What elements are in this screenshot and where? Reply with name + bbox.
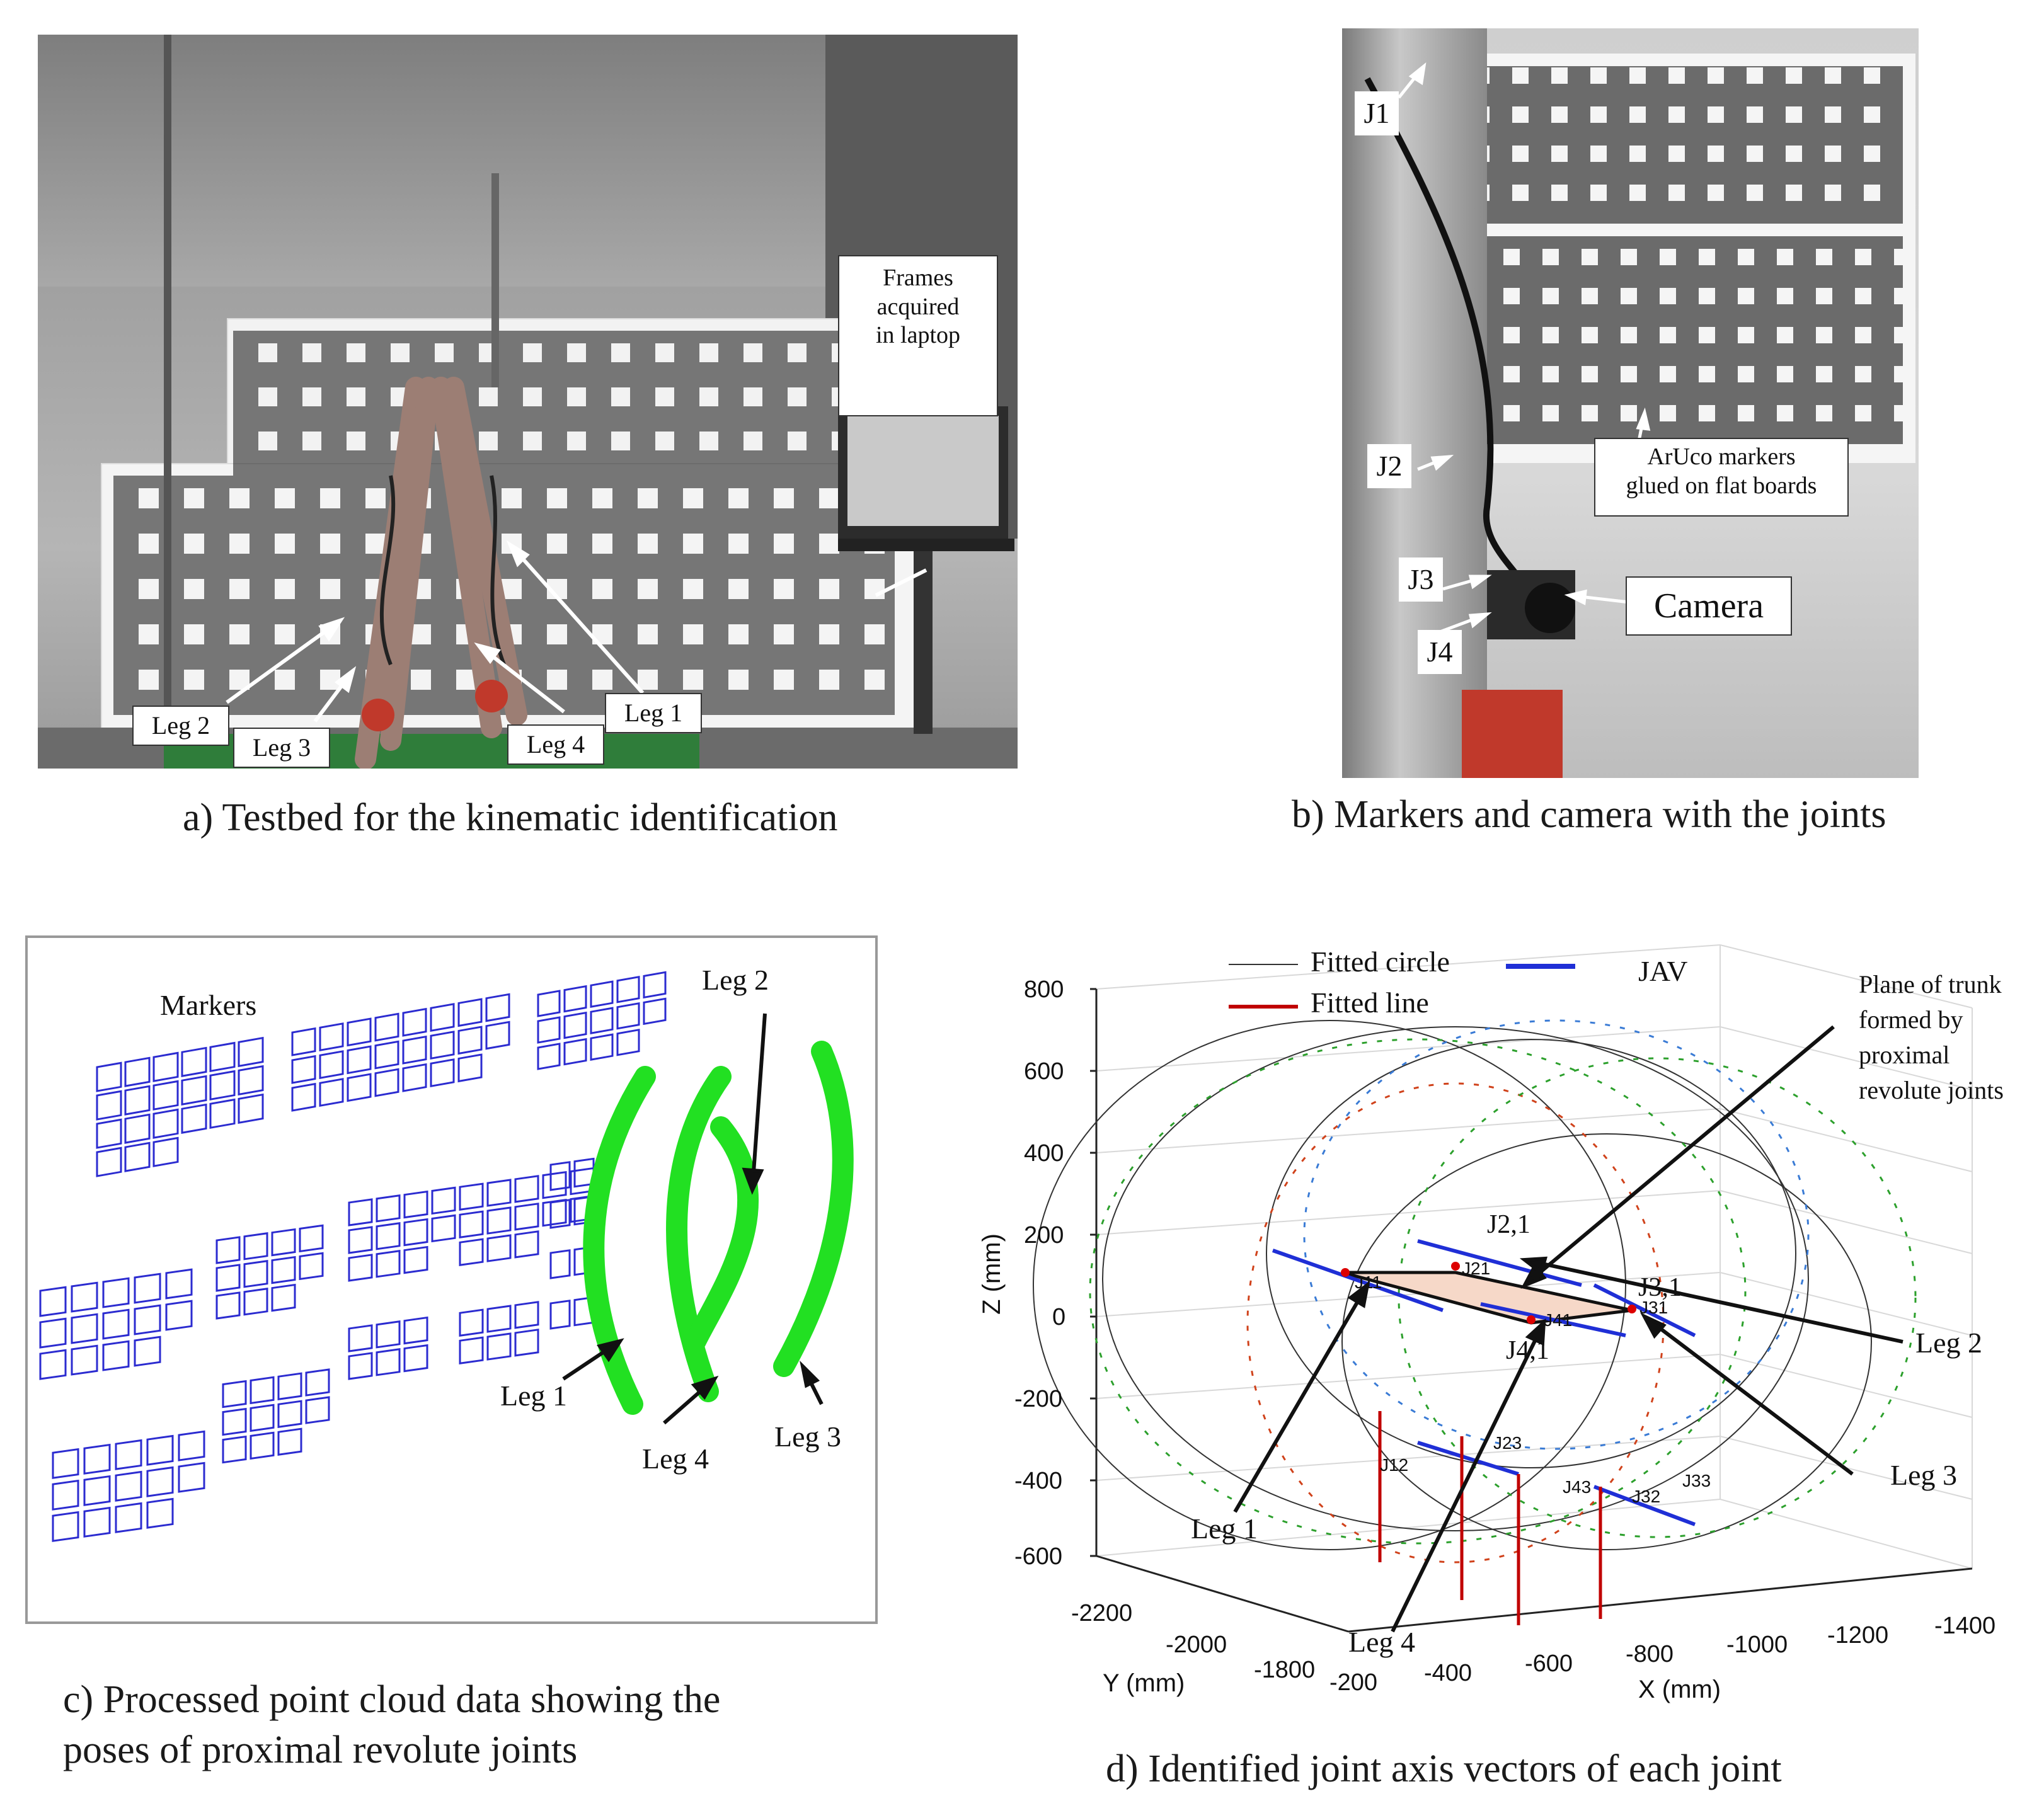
leg3-label: Leg 3 [233,728,330,768]
z-tick: 200 [1024,1222,1064,1249]
legend: Fitted circle Fitted line [1216,945,1575,1021]
z-axis-label: Z (mm) [977,1233,1006,1315]
laptop-callout: Frames acquired in laptop [838,255,998,416]
z-tick: 400 [1024,1140,1064,1167]
plane-note-line: Plane of trunk [1859,970,2002,998]
z-tick: -400 [1014,1468,1063,1494]
caption-a: a) Testbed for the kinematic identificat… [183,796,838,839]
joint-label-j2: J2 [1367,444,1411,488]
x-axis-label: X (mm) [1638,1676,1721,1703]
small-joint-label: J41 [1544,1310,1573,1330]
leg1-label: Leg 1 [605,693,702,733]
joint-label-j4: J4 [1418,630,1462,674]
x-tick: -1200 [1827,1622,1889,1649]
leg1-label: Leg 1 [1191,1512,1258,1545]
fitted-line-swatch [1229,1005,1298,1009]
testbed-photo: Frames acquired in laptop Leg 2 Leg 3 Le… [38,35,1018,769]
markers-label: Markers [160,989,257,1021]
y-tick: -2000 [1166,1632,1227,1658]
callout-line: in laptop [875,322,961,349]
legend-fitted-line: Fitted line [1311,986,1429,1019]
joint-label-j3: J3 [1399,557,1443,602]
z-tick: 0 [1052,1304,1066,1330]
x-tick: -600 [1525,1650,1573,1677]
plane-note-line: formed by [1859,1005,1963,1034]
caption-b: b) Markers and camera with the joints [1292,793,1886,836]
jav-3d-plot [1033,944,1973,1633]
joint-label: J2,1 [1487,1210,1530,1239]
legend-jav: JAV [1638,955,1688,987]
callout-line: acquired [876,293,960,320]
leg1-label: Leg 1 [500,1380,568,1412]
caption-c-line2: poses of proximal revolute joints [63,1729,578,1771]
small-joint-label: J31 [1639,1298,1668,1317]
leg3-label: Leg 3 [774,1421,842,1453]
small-joint-label: J32 [1632,1487,1661,1506]
x-tick: -800 [1626,1641,1674,1667]
fitted-circle-swatch [1229,964,1298,965]
y-axis-label: Y (mm) [1103,1669,1185,1697]
small-joint-label: J23 [1493,1433,1522,1453]
joint-label-j1: J1 [1355,91,1399,135]
z-tick: -600 [1014,1543,1063,1570]
callout-line: Frames [883,265,953,291]
y-tick: -1800 [1254,1657,1316,1683]
markers-camera-photo: J1 J2 J3 J4 ArUco markers glued on flat … [1342,28,1919,778]
small-joint-label: J11 [1355,1272,1382,1292]
small-joint-label: J21 [1462,1259,1491,1278]
callout-line: glued on flat boards [1626,472,1817,499]
x-tick: -1400 [1934,1613,1996,1639]
z-tick: 600 [1024,1058,1064,1085]
plane-note: Plane of trunk formed by proximal revolu… [1859,967,2004,1108]
leg4-label: Leg 4 [1348,1626,1416,1658]
x-tick: -200 [1329,1669,1378,1696]
leg2-label: Leg 2 [1915,1327,1983,1359]
jav-plot-panel: Fitted circle Fitted line JAV Plane of t… [977,932,2044,1713]
plane-note-line: proximal [1859,1041,1950,1069]
small-joint-label: J43 [1563,1477,1592,1497]
x-tick: -400 [1424,1660,1473,1686]
camera-callout: Camera [1626,576,1792,636]
joint-label: J4,1 [1506,1336,1549,1365]
robot-legs-drawing [164,35,1014,769]
y-tick: -2200 [1071,1600,1133,1627]
jav-swatch [1506,964,1575,969]
callout-line: ArUco markers [1647,443,1796,470]
small-joint-label: J12 [1380,1455,1409,1475]
caption-d: d) Identified joint axis vectors of each… [1106,1747,1782,1790]
leg2-label: Leg 2 [702,964,769,996]
small-joint-label: J33 [1682,1471,1711,1490]
z-tick: 800 [1024,976,1064,1003]
legend-fitted-circle: Fitted circle [1311,946,1450,978]
joint-label: J3,1 [1638,1273,1682,1302]
camera-drawing [1364,62,1651,778]
z-tick: -200 [1014,1386,1063,1412]
x-tick: -1000 [1726,1632,1788,1658]
leg3-label: Leg 3 [1890,1459,1958,1491]
point-cloud-panel: Markers Leg 2 Leg 1 Leg 4 Leg 3 [25,935,878,1624]
caption-c-line1: c) Processed point cloud data showing th… [63,1678,721,1721]
leg2-label: Leg 2 [132,706,229,746]
leg4-label: Leg 4 [507,724,604,765]
plane-note-line: revolute joints [1859,1076,2004,1104]
leg4-label: Leg 4 [642,1443,709,1475]
aruco-callout: ArUco markers glued on flat boards [1594,438,1849,517]
point-cloud-drawing [39,971,854,1542]
